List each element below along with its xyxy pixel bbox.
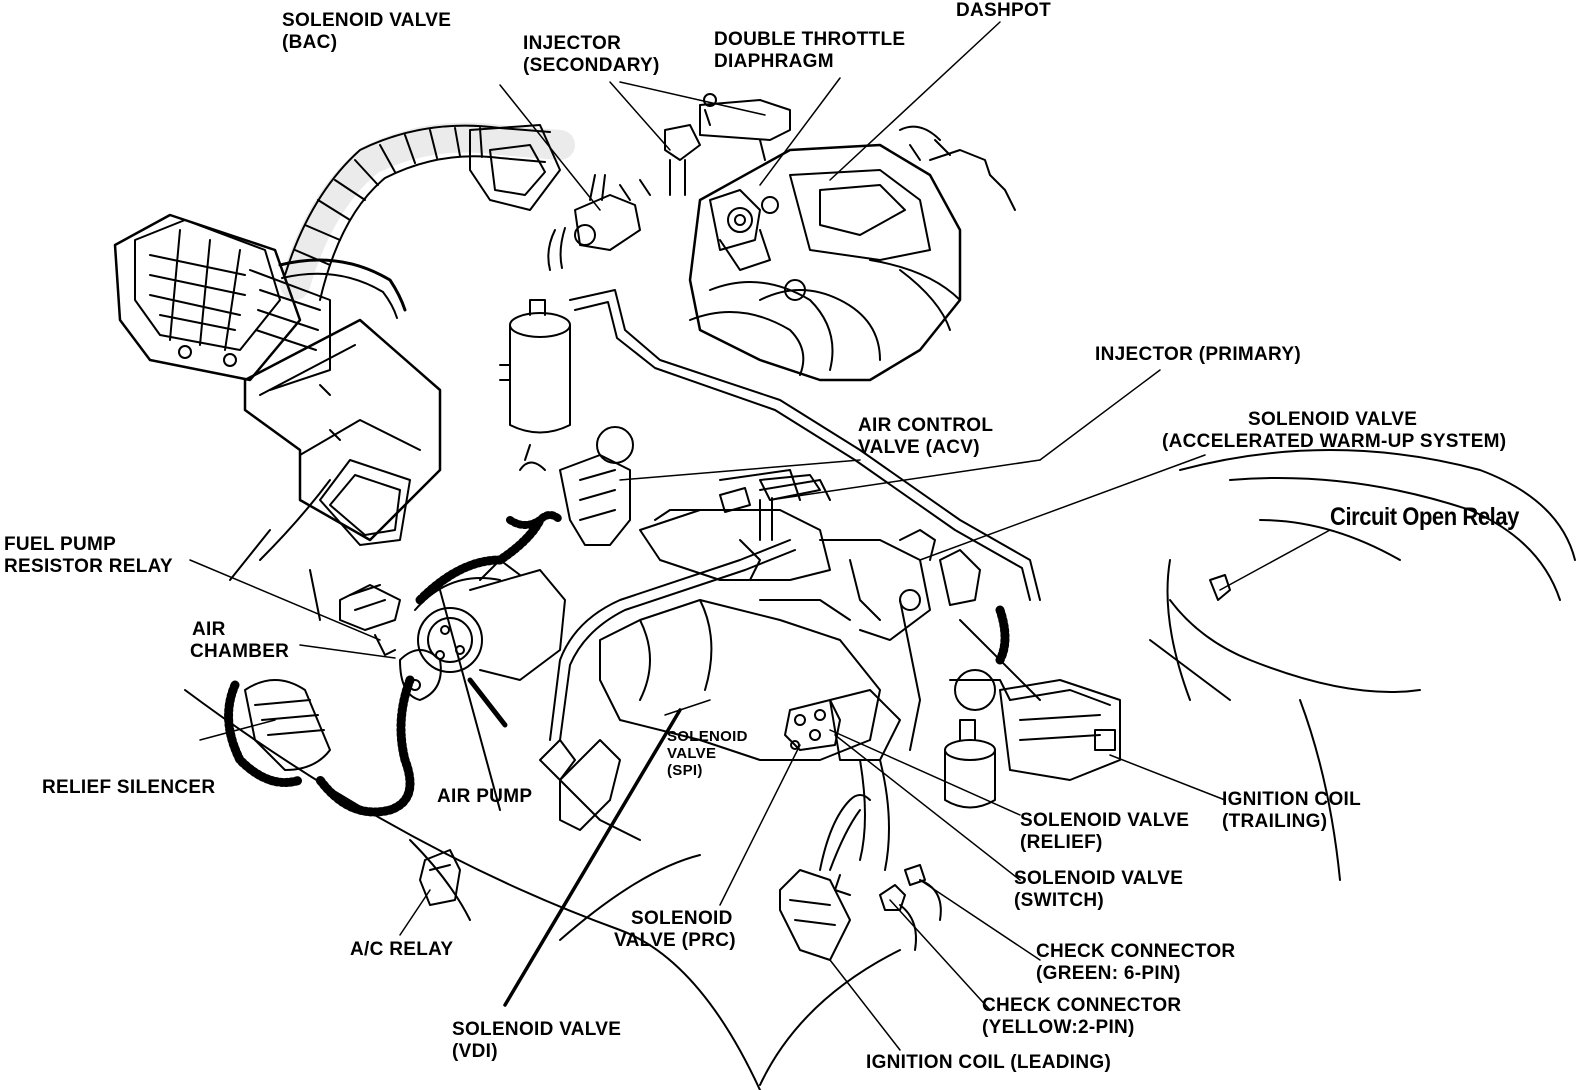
label-ac-relay: A/C RELAY (350, 939, 454, 960)
label-ignition-coil-trailing: IGNITION COIL(TRAILING) (1222, 789, 1362, 832)
label-check-connector-green: CHECK CONNECTOR(GREEN: 6-PIN) (1036, 941, 1236, 984)
label-air-pump: AIR PUMP (437, 786, 533, 807)
charcoal-canister (499, 299, 571, 434)
label-injector-primary: INJECTOR (PRIMARY) (1095, 344, 1301, 365)
leader-lines (189, 21, 1331, 1051)
fuel-lines (549, 289, 1041, 741)
label-circuit-open-relay: Circuit Open Relay (1330, 503, 1519, 531)
label-dashpot: DASHPOT (956, 0, 1051, 21)
circuit-open-relay-part (1209, 574, 1231, 601)
check-connectors (779, 794, 942, 961)
label-solenoid-valve-relief: SOLENOID VALVE(RELIEF) (1020, 810, 1190, 853)
intake-manifold (688, 125, 1016, 382)
label-check-connector-yellow: CHECK CONNECTOR(YELLOW:2-PIN) (982, 995, 1182, 1038)
label-ignition-coil-leading: IGNITION COIL (LEADING) (866, 1052, 1112, 1073)
label-solenoid-valve-vdi: SOLENOID VALVE(VDI) (452, 1019, 622, 1062)
label-solenoid-valve-warmup: SOLENOID VALVE(ACCELERATED WARM-UP SYSTE… (1162, 409, 1507, 452)
relays (339, 584, 442, 701)
fuel-filter (944, 719, 996, 809)
air-control-valve (506, 426, 634, 546)
intake-hose (280, 122, 575, 301)
engine-block (559, 469, 981, 831)
solenoid-cluster (784, 699, 841, 751)
secondary-injectors (664, 93, 791, 196)
misc-details (539, 599, 890, 871)
body-outline (184, 449, 1576, 1090)
label-relief-silencer: RELIEF SILENCER (42, 777, 216, 798)
bac-solenoid (547, 174, 651, 271)
intake-duct (243, 318, 442, 546)
primary-injector (719, 474, 821, 581)
label-solenoid-valve-switch: SOLENOID VALVE(SWITCH) (1014, 868, 1184, 911)
label-solenoid-valve-bac: SOLENOID VALVE(BAC) (282, 10, 452, 53)
label-injector-secondary: INJECTOR(SECONDARY) (523, 33, 660, 76)
relief-silencer (244, 679, 331, 771)
ignition-coil-trailing (949, 669, 1121, 781)
ac-relay-part (419, 849, 461, 906)
air-hoses (224, 515, 1010, 817)
